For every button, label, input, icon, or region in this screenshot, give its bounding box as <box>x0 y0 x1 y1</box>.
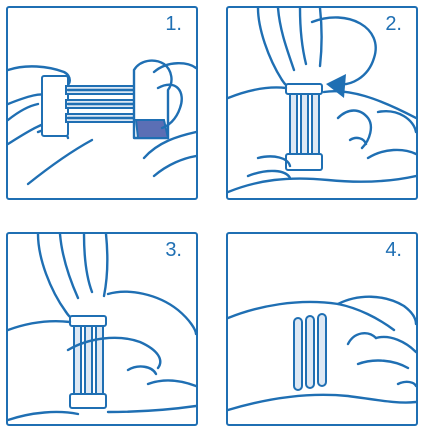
step-3-panel: 3. <box>6 232 198 426</box>
step-number: 3. <box>165 240 182 260</box>
step-1-panel: 1. <box>6 6 198 200</box>
step-2-illustration <box>228 8 416 198</box>
step-4-illustration <box>228 234 416 424</box>
step-1-illustration <box>8 8 196 198</box>
step-number: 1. <box>165 14 182 34</box>
step-number: 4. <box>385 240 402 260</box>
step-3-illustration <box>8 234 196 424</box>
step-2-panel: 2. <box>226 6 418 200</box>
step-number: 2. <box>385 14 402 34</box>
step-4-panel: 4. <box>226 232 418 426</box>
